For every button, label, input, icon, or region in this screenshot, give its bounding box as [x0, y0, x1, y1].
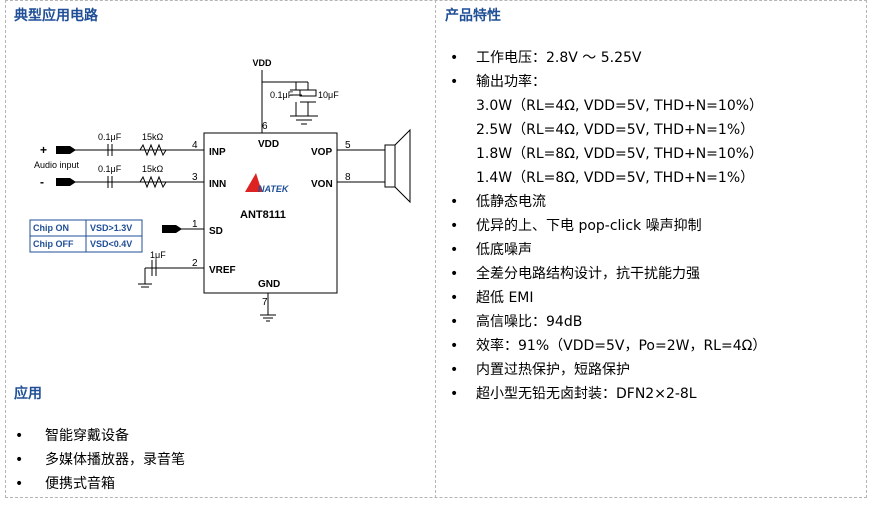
chip-logo: [245, 173, 262, 192]
logo-text: NATEK: [258, 184, 290, 194]
chip-inp-label: INP: [209, 147, 226, 158]
application-item: 多媒体播放器，录音笔: [15, 448, 185, 472]
feature-item: 低静态电流: [450, 190, 766, 214]
typical-circuit-heading: 典型应用电路: [14, 8, 98, 24]
pin-8-label: 8: [345, 172, 351, 183]
chip-vop-label: VOP: [311, 147, 332, 158]
input-res2-label: 15kΩ: [142, 164, 164, 174]
applications-list: 智能穿戴设备 多媒体播放器，录音笔 便携式音箱: [15, 424, 185, 496]
input-cap2-label: 0.1μF: [98, 164, 122, 174]
chip-on-condition: VSD>1.3V: [90, 223, 132, 233]
chip-state-table: Chip ON Chip OFF VSD>1.3V VSD<0.4V: [29, 219, 143, 253]
plus-label: +: [40, 143, 47, 157]
pin-2-label: 2: [192, 258, 198, 269]
pin-4-label: 4: [192, 140, 198, 151]
pin-1-label: 1: [192, 219, 198, 230]
input-cap1-label: 0.1μF: [98, 132, 122, 142]
chip-von-label: VON: [311, 179, 333, 190]
feature-item: 高信噪比：94dB: [450, 310, 766, 334]
applications-heading: 应用: [14, 386, 42, 402]
audio-input-label: Audio input: [34, 160, 80, 170]
vdd-supply-label: VDD: [252, 58, 272, 68]
feature-item: 工作电压：2.8V ～ 5.25V: [450, 46, 766, 70]
feature-item: 2.5W（RL=4Ω, VDD=5V, THD+N=1%）: [476, 122, 755, 138]
cap-01-label: 0.1μF: [270, 90, 294, 100]
features-list: 工作电压：2.8V ～ 5.25V 输出功率： 3.0W（RL=4Ω, VDD=…: [450, 46, 766, 406]
chip-vref-label: VREF: [209, 265, 236, 276]
application-circuit-diagram: NATEK VDD 0.1μF 10μF 6 4 3 1 2 5 8 7 VDD…: [29, 58, 411, 322]
chip-inn-label: INN: [209, 179, 226, 190]
cap-10uf: [299, 89, 317, 97]
feature-item: 低底噪声: [450, 238, 766, 262]
feature-item: 输出功率：: [450, 70, 766, 94]
pin-6-label: 6: [262, 121, 268, 132]
pin-5-label: 5: [345, 140, 351, 151]
minus-label: -: [40, 175, 44, 189]
feature-item: 内置过热保护，短路保护: [450, 358, 766, 382]
chip-off-condition: VSD<0.4V: [90, 239, 132, 249]
input-res1-label: 15kΩ: [142, 132, 164, 142]
chip-on-label: Chip ON: [33, 223, 69, 233]
feature-item: 超低 EMI: [450, 286, 766, 310]
pin-7-label: 7: [262, 297, 268, 308]
feature-item: 1.8W（RL=8Ω, VDD=5V, THD+N=10%）: [476, 146, 764, 162]
cap-10-label: 10μF: [318, 90, 339, 100]
chip-body: [203, 132, 338, 294]
chip-gnd-label: GND: [258, 279, 280, 290]
feature-item: 全差分电路结构设计，抗干扰能力强: [450, 262, 766, 286]
speaker-icon: [384, 144, 396, 188]
features-heading: 产品特性: [445, 8, 501, 24]
feature-item: 1.4W（RL=8Ω, VDD=5V, THD+N=1%）: [476, 170, 755, 186]
feature-item: 3.0W（RL=4Ω, VDD=5V, THD+N=10%）: [476, 98, 764, 114]
application-item: 智能穿戴设备: [15, 424, 185, 448]
chip-name-label: ANT8111: [240, 209, 286, 221]
chip-vdd-label: VDD: [258, 139, 279, 150]
application-item: 便携式音箱: [15, 472, 185, 496]
pin-3-label: 3: [192, 172, 198, 183]
feature-item: 优异的上、下电 pop-click 噪声抑制: [450, 214, 766, 238]
chip-off-label: Chip OFF: [33, 239, 74, 249]
chip-sd-label: SD: [209, 226, 223, 237]
feature-item: 效率：91%（VDD=5V，Po=2W，RL=4Ω）: [450, 334, 766, 358]
feature-item: 超小型无铅无卤封装：DFN2×2-8L: [450, 382, 766, 406]
vref-cap-label: 1μF: [150, 250, 166, 260]
